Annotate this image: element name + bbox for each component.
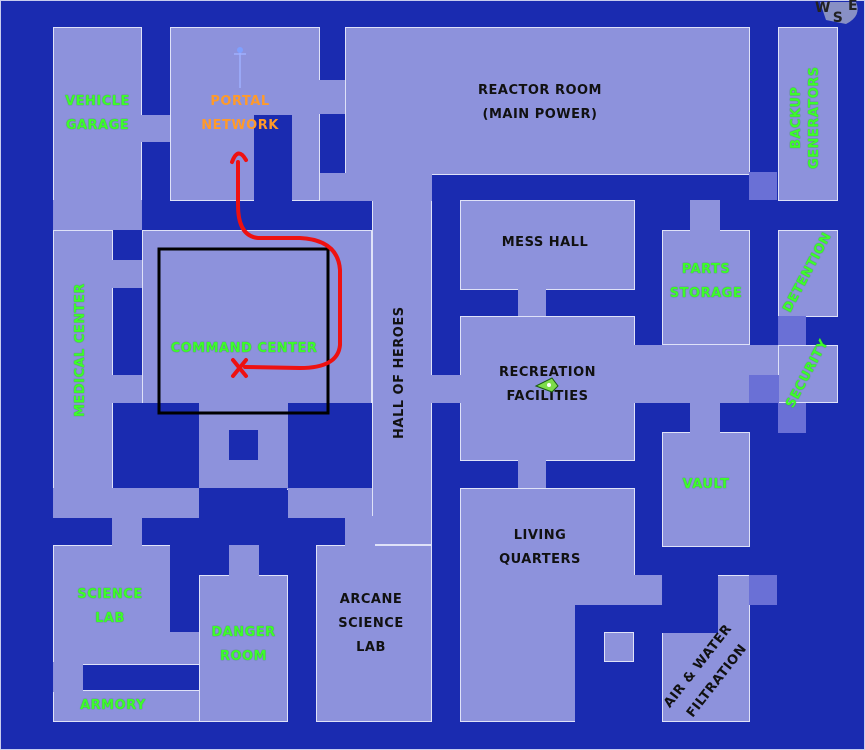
corridor-rec-living bbox=[518, 460, 546, 490]
compass-label-w: W bbox=[815, 0, 831, 16]
route-arrowhead-icon bbox=[230, 151, 248, 164]
compass-icon bbox=[820, 2, 858, 24]
room-mess-hall[interactable] bbox=[460, 200, 635, 290]
corridor-west-link-2 bbox=[112, 375, 142, 403]
room-medical-center[interactable] bbox=[53, 230, 113, 490]
corridor-south-mid bbox=[288, 488, 372, 518]
room-armory[interactable] bbox=[53, 690, 200, 722]
label-living-quarters: LIVING QUARTERS bbox=[499, 528, 581, 567]
label-vault: VAULT bbox=[682, 477, 730, 492]
compass-label-e: E bbox=[847, 0, 859, 14]
corridor-arcane-top bbox=[345, 516, 375, 546]
room-arcane-science-lab[interactable] bbox=[316, 545, 432, 722]
door-detention[interactable] bbox=[778, 316, 806, 346]
wall-filtration-notch bbox=[662, 575, 718, 633]
room-parts-storage[interactable] bbox=[662, 230, 750, 345]
room-hall-of-heroes[interactable] bbox=[372, 200, 432, 545]
corridor-armory-link bbox=[53, 662, 83, 692]
corridor-danger-top bbox=[229, 545, 259, 576]
room-portal-network[interactable] bbox=[170, 27, 320, 201]
label-recreation-facilities: RECREATION FACILITIES bbox=[498, 365, 596, 404]
wall-command-gap-right bbox=[288, 403, 372, 490]
route-path bbox=[236, 160, 342, 370]
wall-command-gap-left bbox=[142, 403, 199, 490]
label-armory: ARMORY bbox=[80, 698, 146, 713]
wall-portal-inner bbox=[254, 115, 292, 201]
corridor-west-upper bbox=[53, 200, 142, 230]
corridor-science-link bbox=[112, 516, 142, 546]
corridor-west-link bbox=[112, 260, 142, 288]
door-security-west[interactable] bbox=[749, 375, 779, 403]
door-generators[interactable] bbox=[749, 172, 777, 200]
room-security[interactable] bbox=[778, 345, 838, 403]
label-vehicle-garage: VEHICLE GARAGE bbox=[65, 94, 130, 133]
wall-living-notch bbox=[575, 605, 661, 722]
start-x-icon bbox=[231, 358, 248, 378]
portal-marker-icon bbox=[234, 47, 246, 88]
corridor-mess-rec bbox=[518, 288, 546, 318]
room-backup-generators[interactable] bbox=[778, 27, 838, 201]
wall-science-notch bbox=[170, 545, 200, 632]
corridor-hall-top bbox=[320, 173, 432, 201]
label-mess-hall: MESS HALL bbox=[501, 235, 589, 250]
wall-command-pillar bbox=[229, 430, 258, 460]
corridor-hall-rec bbox=[430, 375, 461, 403]
label-arcane-science-lab: ARCANE SCIENCE LAB bbox=[338, 592, 404, 655]
label-parts-storage: PARTS STORAGE bbox=[669, 262, 743, 301]
corridor-vault-top bbox=[690, 402, 720, 433]
room-living-closet[interactable] bbox=[604, 632, 634, 662]
player-marker-icon bbox=[534, 377, 559, 393]
room-danger-room[interactable] bbox=[199, 575, 288, 722]
room-reactor[interactable] bbox=[345, 27, 750, 175]
label-danger-room: DANGER ROOM bbox=[211, 625, 276, 664]
corridor-garage-portal bbox=[141, 115, 172, 142]
label-reactor-room: REACTOR ROOM (MAIN POWER) bbox=[478, 83, 602, 122]
label-portal-network: PORTAL NETWORK bbox=[201, 94, 279, 133]
room-detention[interactable] bbox=[778, 230, 838, 317]
corridor-portal-reactor bbox=[318, 80, 348, 114]
door-filtration-east[interactable] bbox=[749, 575, 777, 605]
door-security-south[interactable] bbox=[778, 403, 806, 433]
compass-label-s: S bbox=[832, 10, 844, 26]
command-center-frame bbox=[157, 247, 330, 415]
label-command-center: COMMAND CENTER bbox=[170, 341, 318, 356]
corridor-parts-top bbox=[690, 200, 720, 231]
corridor-south-west bbox=[53, 488, 199, 518]
label-science-lab: SCIENCE LAB bbox=[77, 587, 143, 626]
wall-command-south-block bbox=[199, 488, 287, 518]
